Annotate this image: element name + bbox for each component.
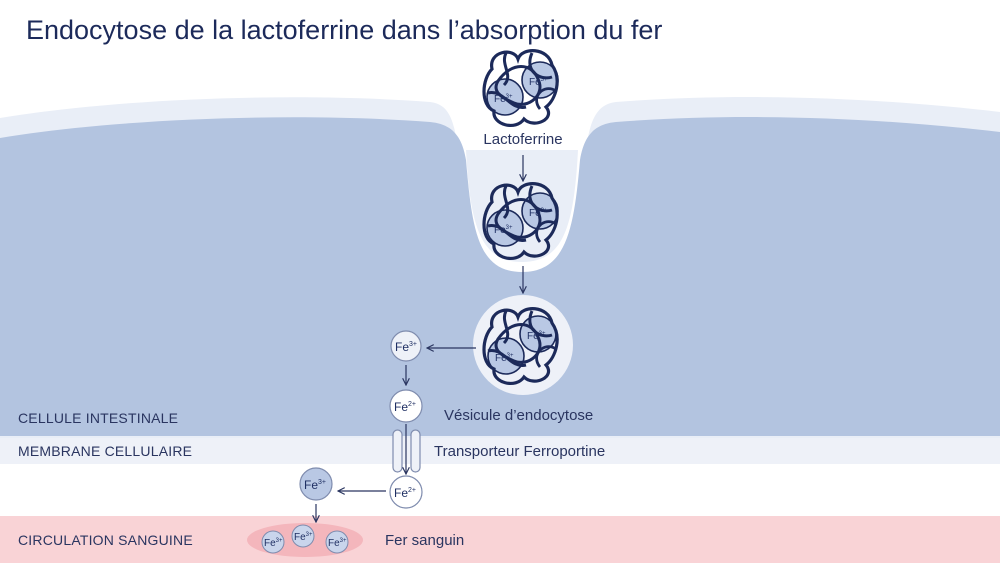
lactoferrin-protein-3: Fe3+ Fe3+: [482, 307, 559, 386]
cell-membrane-zone: [0, 436, 1000, 464]
ferroportin-transporter: [392, 424, 421, 474]
zone-label-cell: CELLULE INTESTINALE: [18, 410, 178, 426]
blood-iron-label: Fer sanguin: [385, 532, 464, 549]
zone-label-blood: CIRCULATION SANGUINE: [18, 532, 193, 548]
lactoferrin-label: Lactoferrine: [483, 131, 562, 148]
vesicle-label: Vésicule d’endocytose: [444, 407, 593, 424]
fe2-ion-extracellular: [389, 475, 423, 509]
svg-text:Fe3+: Fe3+: [529, 77, 548, 88]
svg-text:Fe3+: Fe3+: [527, 331, 546, 342]
svg-text:Fe3+: Fe3+: [529, 208, 548, 219]
svg-text:Fe2+: Fe2+: [394, 486, 416, 500]
svg-text:Fe3+: Fe3+: [494, 225, 513, 236]
fe2-ion-cytosol: [389, 389, 423, 423]
fe3-ion-extracellular: [299, 467, 333, 501]
lactoferrin-protein-1: Fe3+ Fe3+: [482, 49, 559, 128]
ferroportin-label: Transporteur Ferroportine: [434, 443, 605, 460]
svg-text:Fe3+: Fe3+: [328, 538, 347, 549]
diagram-title: Endocytose de la lactoferrine dans l’abs…: [26, 15, 662, 45]
blood-circulation-zone: [0, 516, 1000, 563]
svg-text:Fe3+: Fe3+: [304, 478, 326, 492]
fe3-ion-blood-1: [261, 530, 285, 554]
fe3-ion-blood-2: [291, 524, 315, 548]
lactoferrin-protein-2: Fe3+ Fe3+: [482, 182, 559, 261]
zone-label-membrane: MEMBRANE CELLULAIRE: [18, 443, 192, 459]
fe3-ion-blood-3: [325, 530, 349, 554]
intestinal-cell: [0, 117, 1000, 437]
svg-text:Fe3+: Fe3+: [494, 94, 513, 105]
svg-text:Fe2+: Fe2+: [394, 400, 416, 414]
svg-text:Fe3+: Fe3+: [395, 340, 417, 354]
svg-text:Fe3+: Fe3+: [294, 532, 313, 543]
fe3-ion-cytosol: [390, 330, 422, 362]
svg-text:Fe3+: Fe3+: [495, 353, 514, 364]
svg-text:Fe3+: Fe3+: [264, 538, 283, 549]
